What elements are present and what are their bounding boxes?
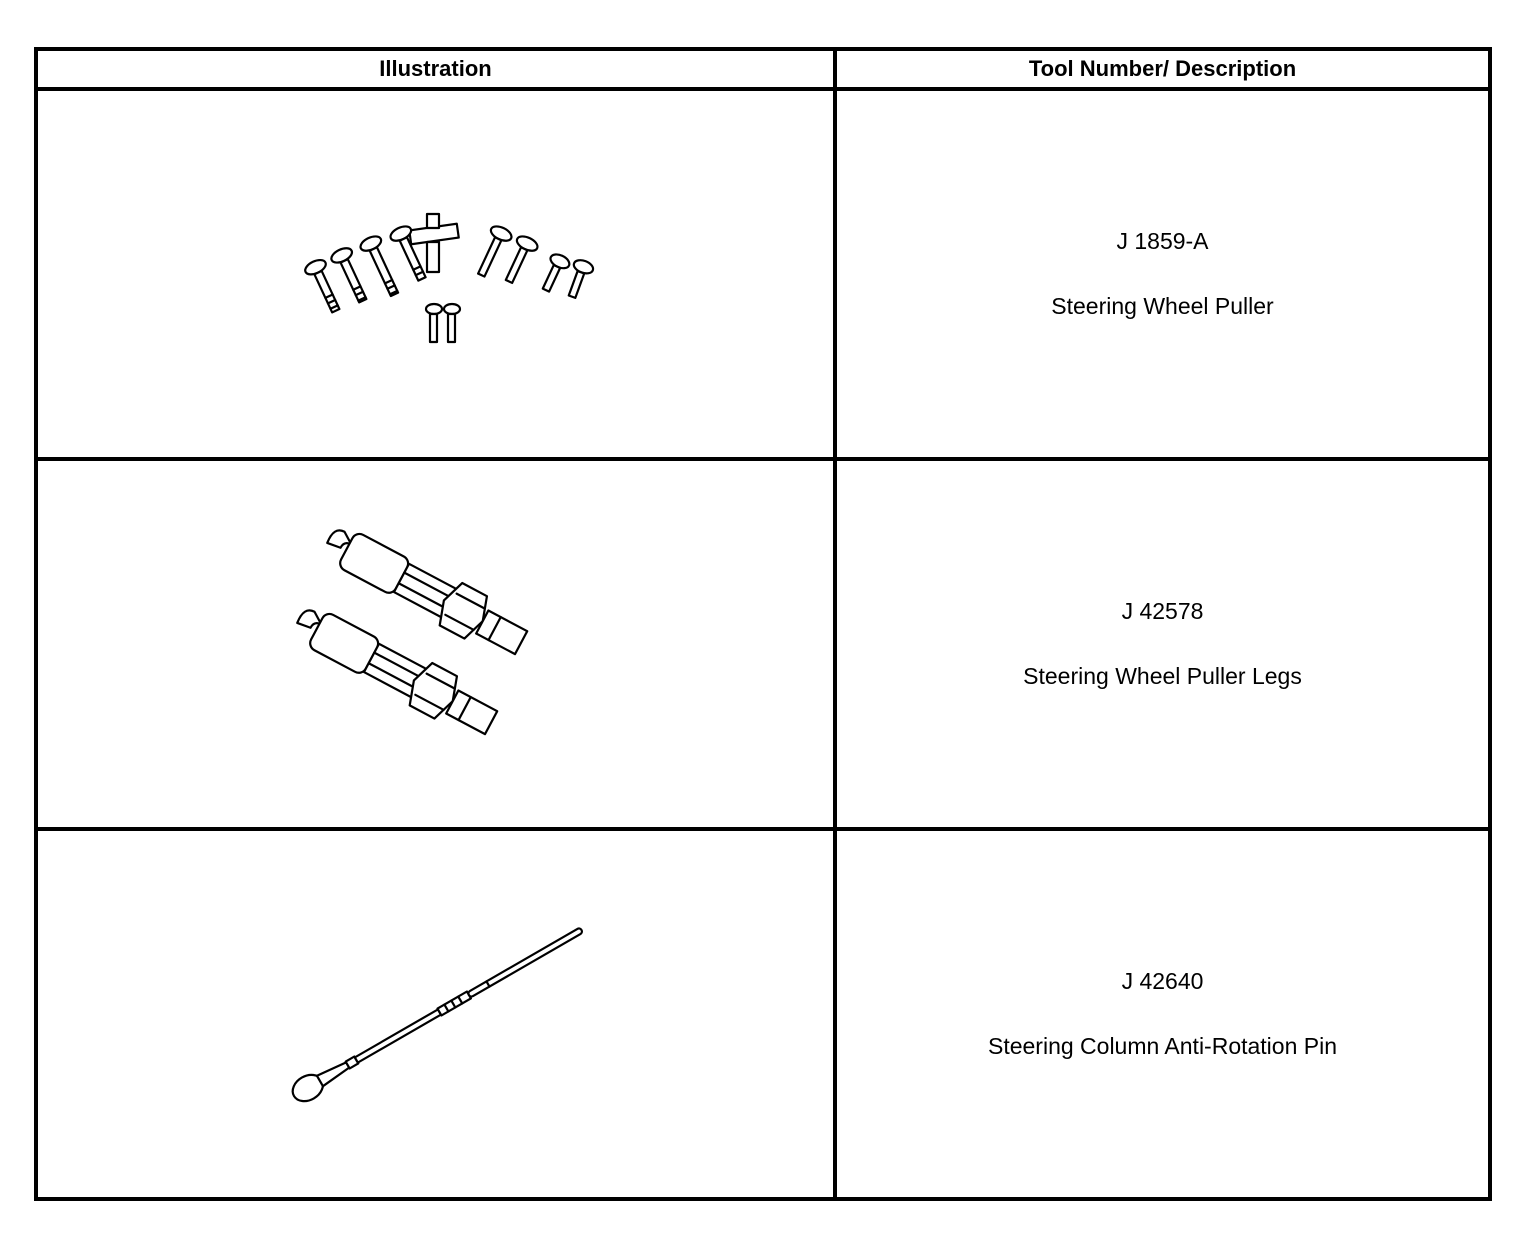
tool-description: Steering Wheel Puller [1051,293,1274,319]
puller-legs-icon [295,529,528,736]
illustration-cell [34,87,837,461]
anti-rotation-pin-icon [291,927,583,1103]
header-illustration: Illustration [34,47,837,91]
tool-description-cell: J 1859-A Steering Wheel Puller [833,87,1492,461]
table-header-row: Illustration Tool Number/ Description [34,47,1492,91]
table-row: J 42640 Steering Column Anti-Rotation Pi… [34,827,1492,1201]
tool-number: J 42640 [1121,968,1204,994]
illustration-cell [34,827,837,1201]
tool-description: Steering Column Anti-Rotation Pin [987,1033,1338,1059]
special-tools-table: Illustration Tool Number/ Description [34,47,1492,1201]
table-row: J 42578 Steering Wheel Puller Legs [34,457,1492,831]
tool-description: Steering Wheel Puller Legs [1023,663,1302,689]
illustration-cell [34,457,837,831]
tool-number: J 1859-A [1116,228,1209,254]
puller-bolts-icon [303,212,594,344]
tool-description-cell: J 42578 Steering Wheel Puller Legs [833,457,1492,831]
tool-number: J 42578 [1121,598,1204,624]
table-row: J 1859-A Steering Wheel Puller [34,87,1492,461]
header-tool-number-description: Tool Number/ Description [833,47,1492,91]
tool-description-cell: J 42640 Steering Column Anti-Rotation Pi… [833,827,1492,1201]
